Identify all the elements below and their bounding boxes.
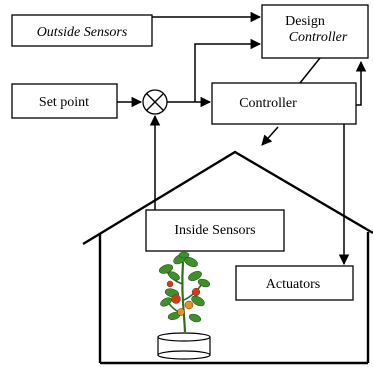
summing-junction-icon <box>142 89 168 115</box>
design-controller-box: Design Controller <box>261 4 369 59</box>
inside-sensors-box: Inside Sensors <box>145 209 285 252</box>
set-point-label: Set point <box>39 95 89 110</box>
connections <box>117 11 367 266</box>
outside-sensors-box: Outside Sensors <box>11 14 153 47</box>
design-controller-label-line1: Design <box>285 14 325 29</box>
plant-pot <box>157 332 211 360</box>
controller-box: Controller <box>211 82 357 125</box>
sum-to-design-arrow <box>194 38 262 102</box>
controller-label: Controller <box>239 96 297 111</box>
set-point-box: Set point <box>11 83 118 119</box>
controller-to-greenhouse-arrow <box>261 126 279 146</box>
design-to-controller-line <box>299 57 321 84</box>
inside-sensors-label: Inside Sensors <box>174 223 255 238</box>
actuators-label: Actuators <box>266 277 320 292</box>
actuators-box: Actuators <box>235 265 354 301</box>
tomato-plant-icon <box>157 251 211 360</box>
greenhouse-outline <box>82 150 373 365</box>
design-controller-label-line2: Controller <box>289 30 348 45</box>
outside-sensors-label: Outside Sensors <box>37 25 128 40</box>
controller-to-design-feedback <box>355 60 367 106</box>
